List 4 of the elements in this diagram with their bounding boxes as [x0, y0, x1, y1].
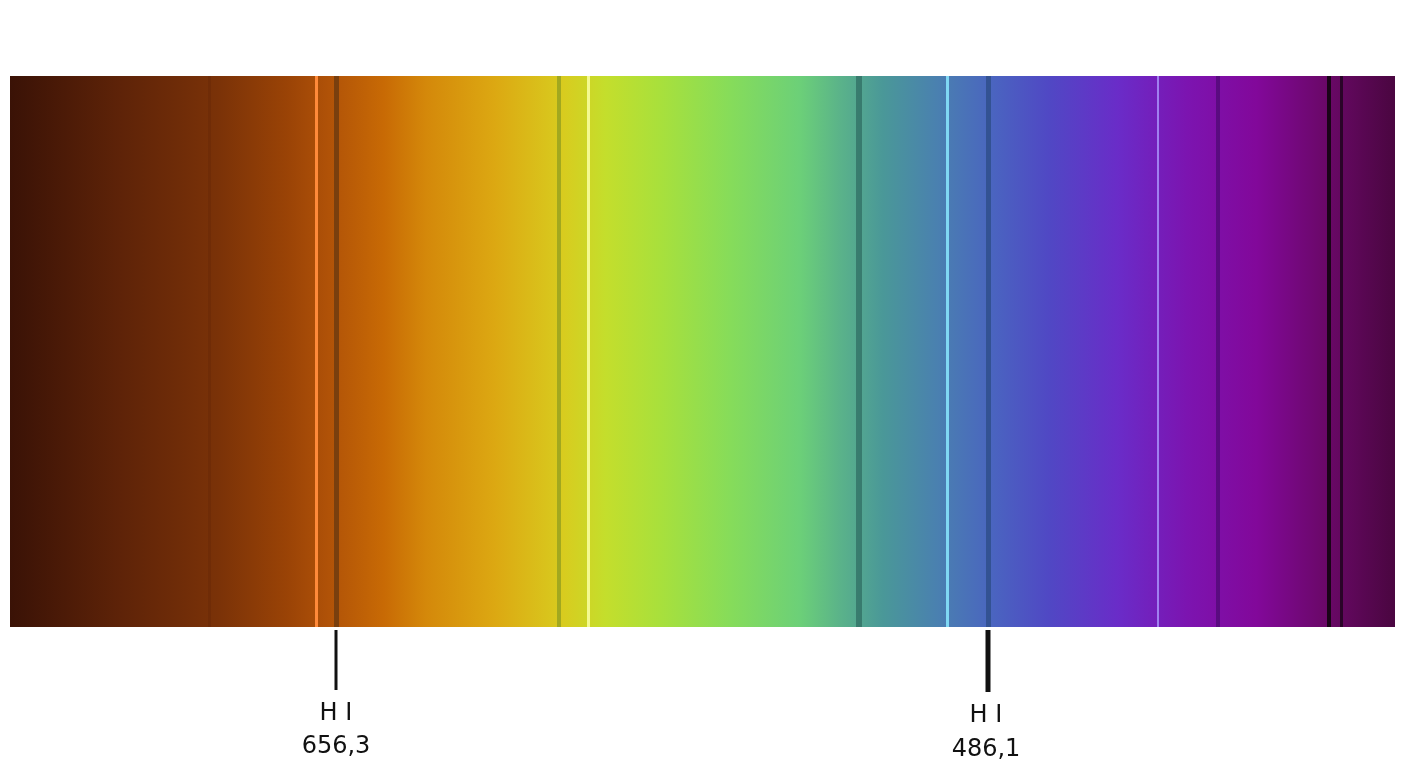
wavelength-label: 656,3 — [301, 731, 371, 759]
line-label: H I — [969, 700, 1003, 728]
wavelength-label: 486,1 — [951, 734, 1021, 762]
line-label: H I — [319, 698, 353, 726]
